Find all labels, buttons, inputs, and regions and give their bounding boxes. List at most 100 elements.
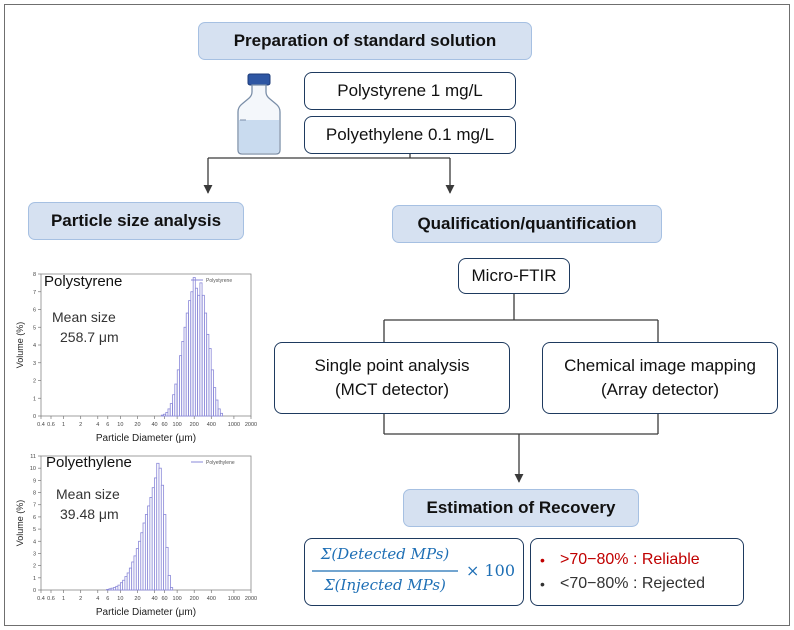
y-tick-label: 0 bbox=[33, 414, 36, 420]
x-axis-label: Particle Diameter (μm) bbox=[96, 607, 196, 618]
outer-frame bbox=[4, 4, 790, 626]
recovery-title-box: Estimation of Recovery bbox=[403, 489, 639, 527]
bullet-icon: • bbox=[540, 552, 545, 568]
x-tick-label: 10 bbox=[117, 596, 123, 602]
histogram-bar bbox=[192, 277, 196, 417]
x-tick-label: 100 bbox=[173, 596, 182, 602]
y-tick-label: 0 bbox=[33, 588, 36, 594]
x-tick-label: 1 bbox=[62, 422, 65, 428]
plot-area bbox=[40, 273, 252, 417]
y-tick-label: 3 bbox=[33, 361, 36, 367]
histogram-bar bbox=[174, 383, 178, 417]
x-tick-label: 100 bbox=[173, 422, 182, 428]
formula-denominator: Σ(Injected MPs) bbox=[324, 576, 446, 594]
header-title: Preparation of standard solution bbox=[233, 31, 497, 50]
histogram-bar bbox=[201, 294, 205, 417]
histogram-bar bbox=[204, 312, 208, 417]
x-tick-label: 2 bbox=[79, 422, 82, 428]
histogram-bar bbox=[165, 546, 169, 591]
x-tick-label: 40 bbox=[151, 596, 157, 602]
histogram-bar bbox=[117, 584, 121, 591]
y-axis-label: Volume (%) bbox=[15, 322, 25, 369]
histogram-bar bbox=[179, 355, 183, 417]
particle-size-title-box: Particle size analysis bbox=[28, 202, 244, 240]
image-mapping-line2: (Array detector) bbox=[600, 380, 720, 399]
formula-box bbox=[304, 538, 524, 606]
y-tick-label: 6 bbox=[33, 515, 36, 521]
solution-label-polyethylene: Polyethylene 0.1 mg/L bbox=[325, 125, 495, 144]
histogram-bar bbox=[181, 341, 185, 417]
histogram-bar bbox=[176, 369, 180, 417]
histogram-bar bbox=[199, 282, 203, 417]
pe-mean-value: 39.48 μm bbox=[60, 506, 119, 522]
single-point-box: Single point analysis (MCT detector) bbox=[274, 342, 510, 414]
x-tick-label: 6 bbox=[106, 596, 109, 602]
histogram-bar bbox=[169, 587, 174, 591]
x-tick-label: 40 bbox=[151, 422, 157, 428]
histogram-bar bbox=[188, 300, 192, 417]
y-tick-label: 7 bbox=[33, 290, 36, 296]
x-tick-label: 6 bbox=[106, 422, 109, 428]
legend-label: Polystyrene bbox=[206, 278, 232, 284]
solution-box-polyethylene: Polyethylene 0.1 mg/L bbox=[304, 116, 516, 154]
x-tick-label: 20 bbox=[134, 422, 140, 428]
x-tick-label: 4 bbox=[96, 422, 99, 428]
ps-mean-block: Mean size 258.7 μm bbox=[52, 307, 119, 347]
x-tick-label: 0.6 bbox=[47, 422, 55, 428]
histogram-bar bbox=[197, 294, 201, 417]
ps-mean-value: 258.7 μm bbox=[60, 329, 119, 345]
y-tick-label: 2 bbox=[33, 564, 36, 570]
bottle-icon bbox=[237, 73, 281, 155]
x-tick-label: 60 bbox=[161, 422, 167, 428]
solution-box-polystyrene: Polystyrene 1 mg/L bbox=[304, 72, 516, 110]
single-point-line1: Single point analysis bbox=[314, 356, 470, 375]
header-title-box: Preparation of standard solution bbox=[198, 22, 532, 60]
x-tick-label: 4 bbox=[96, 596, 99, 602]
y-axis-label: Volume (%) bbox=[15, 500, 25, 547]
x-tick-label: 2000 bbox=[245, 422, 257, 428]
x-tick-label: 200 bbox=[190, 422, 199, 428]
histogram-bar bbox=[217, 408, 221, 417]
instrument-label: Micro-FTIR bbox=[471, 266, 557, 285]
y-tick-label: 7 bbox=[33, 503, 36, 509]
histogram-bar bbox=[185, 312, 189, 417]
histogram-bar bbox=[194, 287, 198, 417]
x-tick-label: 200 bbox=[190, 596, 199, 602]
x-tick-label: 400 bbox=[207, 596, 216, 602]
y-tick-label: 1 bbox=[33, 576, 36, 582]
y-tick-label: 10 bbox=[30, 466, 36, 472]
criteria-rejected: • <70−80% : Rejected bbox=[540, 575, 705, 593]
y-tick-label: 4 bbox=[33, 539, 36, 545]
x-tick-label: 1000 bbox=[228, 596, 240, 602]
y-tick-label: 1 bbox=[33, 396, 36, 402]
qualification-title-box: Qualification/quantification bbox=[392, 205, 662, 243]
instrument-box: Micro-FTIR bbox=[458, 258, 570, 294]
histogram-bar bbox=[190, 291, 194, 417]
histogram-bar bbox=[220, 412, 223, 417]
image-mapping-line1: Chemical image mapping bbox=[564, 356, 756, 375]
criteria-box bbox=[530, 538, 744, 606]
y-tick-label: 11 bbox=[30, 454, 36, 460]
x-tick-label: 1 bbox=[62, 596, 65, 602]
x-tick-label: 0.4 bbox=[37, 422, 45, 428]
particle-size-title: Particle size analysis bbox=[50, 211, 222, 230]
y-tick-label: 4 bbox=[33, 343, 36, 349]
y-tick-label: 6 bbox=[33, 308, 36, 314]
bullet-icon: • bbox=[540, 576, 545, 592]
x-tick-label: 20 bbox=[134, 596, 140, 602]
y-tick-label: 5 bbox=[33, 325, 36, 331]
formula-multiplier: × 100 bbox=[466, 561, 516, 580]
y-tick-label: 8 bbox=[33, 272, 36, 278]
histogram-bar bbox=[210, 369, 214, 417]
y-tick-label: 9 bbox=[33, 478, 36, 484]
histogram-bar bbox=[208, 348, 212, 417]
ps-mean-label: Mean size bbox=[52, 309, 116, 325]
x-tick-label: 2 bbox=[79, 596, 82, 602]
histogram-bar bbox=[206, 333, 210, 417]
histogram-bar bbox=[213, 387, 217, 417]
histogram-bar bbox=[169, 403, 173, 417]
